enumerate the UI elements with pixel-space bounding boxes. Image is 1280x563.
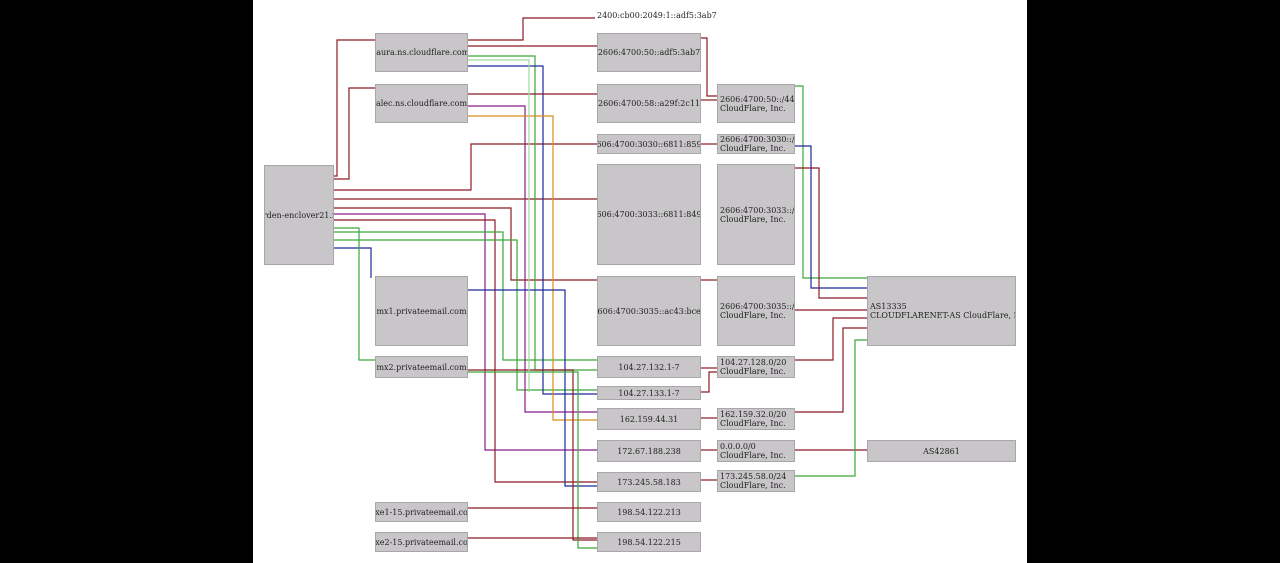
address-node-a4[interactable]: 2606:4700:3033::6811:8493 — [597, 164, 701, 265]
address-label: 172.67.188.238 — [617, 446, 681, 456]
edge-lightgreen — [467, 59, 530, 392]
address-label: 2606:4700:3030::6811:8593 — [597, 139, 701, 149]
prefix-owner: CloudFlare, Inc. — [720, 451, 786, 460]
address-label: 2606:4700:58::a29f:2c11 — [597, 99, 701, 108]
edge-mx1-blue — [467, 289, 597, 487]
asn-name: CLOUDFLARENET-AS CloudFlare, Inc. — [870, 311, 1016, 320]
mail-server-node-mx1[interactable]: mx1.privateemail.com — [375, 276, 468, 346]
mail-server-label: mx1.privateemail.com — [376, 306, 467, 316]
edge-p5-as1 — [795, 317, 867, 361]
edge-mx2-green — [467, 371, 597, 549]
mail-server-label: mxe2-15.privateemail.com — [375, 537, 468, 547]
prefix-range: 104.27.128.0/20 — [720, 358, 787, 367]
address-label: 2606:4700:3035::ac43:bcee — [597, 306, 701, 316]
edge-source-a10 — [333, 219, 597, 483]
ipv6-top-label: 2400:cb00:2049:1::adf5:3ab7 — [597, 11, 717, 20]
address-node-a2[interactable]: 2606:4700:58::a29f:2c11 — [597, 84, 701, 123]
address-label: 173.245.58.183 — [617, 477, 681, 487]
mail-server-node-mxe2[interactable]: mxe2-15.privateemail.com — [375, 532, 468, 552]
prefix-owner: CloudFlare, Inc. — [720, 103, 786, 113]
prefix-range: 2606:4700:3035::/48 — [720, 302, 795, 311]
edge-source-a9 — [333, 213, 597, 451]
prefix-owner: CloudFlare, Inc. — [720, 214, 786, 224]
prefix-owner: CloudFlare, Inc. — [720, 367, 786, 376]
edge-p1-as1 — [795, 85, 867, 279]
mail-server-label: mx2.privateemail.com — [376, 362, 467, 372]
edge-p3-as1 — [795, 167, 867, 299]
address-label: 2606:4700:3033::6811:8493 — [597, 210, 701, 219]
asn-number: AS42861 — [923, 446, 960, 456]
address-node-a9[interactable]: 172.67.188.238 — [597, 440, 701, 462]
address-label: 2606:4700:50::adf5:3ab7 — [597, 48, 701, 57]
address-node-a8[interactable]: 162.159.44.31 — [597, 408, 701, 430]
nameserver-label: alec.ns.cloudflare.com — [375, 99, 468, 108]
nameserver-node-ns1[interactable]: laura.ns.cloudflare.com — [375, 33, 468, 72]
address-label: 198.54.122.215 — [617, 537, 681, 547]
prefix-range: 2606:4700:50::/44 — [720, 94, 795, 104]
prefix-node-p2[interactable]: 2606:4700:3030::/48CloudFlare, Inc. — [717, 134, 795, 154]
prefix-owner: CloudFlare, Inc. — [720, 311, 786, 320]
edge-source-ns2 — [333, 87, 375, 180]
edge-source-mx1 — [333, 247, 372, 278]
edge-mx2-red — [467, 369, 597, 541]
edge-p2-as1 — [795, 145, 867, 289]
nameserver-label: laura.ns.cloudflare.com — [375, 48, 468, 57]
source-domain-node[interactable]: garden-enclover21.net — [264, 165, 334, 265]
edge-source-ns1 — [333, 39, 375, 177]
edge-ns1-top — [467, 17, 595, 41]
prefix-range: 173.245.58.0/24 — [720, 472, 787, 481]
asn-number: AS13335 — [870, 302, 907, 311]
nameserver-node-ns2[interactable]: alec.ns.cloudflare.com — [375, 84, 468, 123]
edge-ns2-orange — [467, 115, 597, 421]
edge-ns1-blue — [467, 65, 597, 395]
edge-a1-p1 — [701, 37, 717, 97]
edge-source-a3 — [333, 143, 597, 191]
address-node-a6[interactable]: 104.27.132.1-7 — [597, 356, 701, 378]
edge-ns2-purple — [467, 105, 597, 413]
prefix-owner: CloudFlare, Inc. — [720, 481, 786, 490]
address-node-a5[interactable]: 2606:4700:3035::ac43:bcee — [597, 276, 701, 346]
prefix-node-p3[interactable]: 2606:4700:3033::/48CloudFlare, Inc. — [717, 164, 795, 265]
address-node-a1[interactable]: 2606:4700:50::adf5:3ab7 — [597, 33, 701, 72]
prefix-node-p4[interactable]: 2606:4700:3035::/48CloudFlare, Inc. — [717, 276, 795, 346]
prefix-range: 2606:4700:3030::/48 — [720, 135, 795, 144]
address-node-a7[interactable]: 104.27.133.1-7 — [597, 386, 701, 400]
address-node-a10[interactable]: 173.245.58.183 — [597, 472, 701, 492]
edge-ns1-green — [467, 55, 597, 371]
edge-source-mx2 — [333, 227, 375, 361]
mail-server-node-mx2[interactable]: mx2.privateemail.com — [375, 356, 468, 378]
edge-a7-p5 — [701, 371, 717, 393]
address-label: 198.54.122.213 — [617, 507, 681, 517]
prefix-range: 162.159.32.0/20 — [720, 410, 787, 419]
address-label: 162.159.44.31 — [619, 414, 679, 424]
asn-node-as2[interactable]: AS42861 — [867, 440, 1016, 462]
edge-p6-as1 — [795, 327, 867, 413]
edge-source-a7 — [333, 239, 597, 391]
source-domain-label: garden-enclover21.net — [264, 210, 333, 220]
address-node-a3[interactable]: 2606:4700:3030::6811:8593 — [597, 134, 701, 154]
address-node-a12[interactable]: 198.54.122.215 — [597, 532, 701, 552]
address-label: 104.27.132.1-7 — [618, 362, 680, 372]
diagram-canvas: garden-enclover21.net laura.ns.cloudflar… — [253, 0, 1027, 563]
edge-p8-as1 — [795, 339, 867, 477]
prefix-owner: CloudFlare, Inc. — [720, 419, 786, 428]
edge-source-a6 — [333, 231, 597, 361]
prefix-range: 0.0.0.0/0 — [720, 442, 756, 451]
prefix-range: 2606:4700:3033::/48 — [720, 205, 795, 215]
edge-layer — [333, 17, 867, 549]
edge-source-a5 — [333, 207, 597, 281]
address-label: 104.27.133.1-7 — [618, 388, 680, 398]
prefix-owner: CloudFlare, Inc. — [720, 144, 786, 153]
address-node-a11[interactable]: 198.54.122.213 — [597, 502, 701, 522]
